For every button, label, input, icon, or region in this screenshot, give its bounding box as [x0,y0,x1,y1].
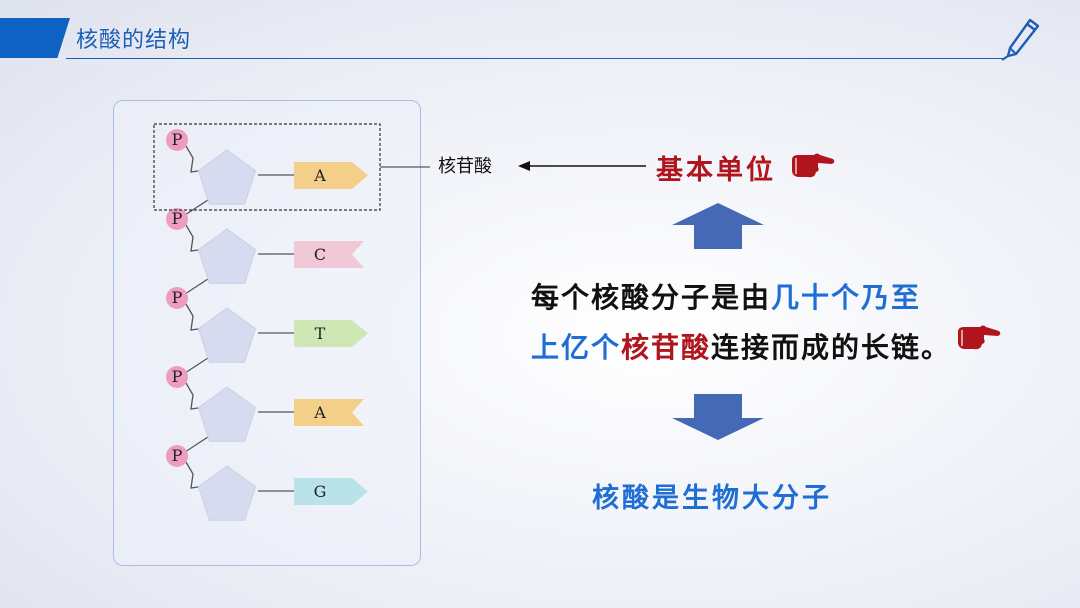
phosphate-circle [166,445,188,467]
basic-unit-heading: 基本单位 [656,155,776,186]
statement-line-2: 上亿个核苷酸连接而成的长链。 [531,326,951,366]
statement-part-4: 核苷酸 [621,331,712,364]
base-letter: T [315,324,326,343]
arrow-down-icon [672,394,764,440]
nucleotide-label: 核苷酸 [438,156,492,177]
phosphate-letter: P [172,209,183,228]
pointing-hand-icon-2 [958,325,1001,350]
pen-icon [1001,18,1040,61]
phosphate-sugar-bond [185,303,206,331]
base-tag [294,320,368,347]
sugar-pentagon [197,465,257,521]
base-tag [294,241,364,268]
statement-line-1: 每个核酸分子是由几十个乃至 [531,276,921,316]
backbone-bond [184,355,212,374]
phosphate-circle [166,366,188,388]
conclusion-text: 核酸是生物大分子 [592,483,832,514]
base-letter: A [313,166,326,185]
phosphate-circle [166,208,188,230]
phosphate-letter: P [172,446,183,465]
phosphate-sugar-bond [185,461,206,489]
base-letter: G [314,482,327,501]
sugar-pentagon [197,149,257,205]
backbone-bond [184,276,212,295]
header-divider [66,58,1006,59]
phosphate-letter: P [172,288,183,307]
phosphate-sugar-bond [185,382,206,410]
statement-part-5: 连接而成的长链。 [711,331,952,364]
sugar-pentagon [197,228,257,284]
header-accent-bar [0,18,70,58]
pointing-hand-icon [792,153,835,178]
nucleotide-highlight-box [153,123,381,211]
base-tag [294,399,364,426]
phosphate-sugar-bond [185,145,206,173]
sugar-pentagon [197,307,257,363]
base-tag [294,162,368,189]
statement-part-3: 上亿个 [531,331,622,364]
backbone-bond [184,197,212,216]
arrow-left-icon [518,161,646,171]
phosphate-circle [166,287,188,309]
phosphate-circle [166,129,188,151]
base-letter: C [314,245,326,264]
phosphate-letter: P [172,367,183,386]
statement-part-2: 几十个乃至 [771,281,922,314]
arrow-up-icon [672,203,764,249]
base-letter: A [313,403,326,422]
phosphate-letter: P [172,130,183,149]
phosphate-sugar-bond [185,224,206,252]
statement-part-1: 每个核酸分子是由 [531,281,772,314]
base-tag [294,478,368,505]
sugar-pentagon [197,386,257,442]
backbone-bond [184,434,212,453]
page-title: 核酸的结构 [76,28,192,53]
